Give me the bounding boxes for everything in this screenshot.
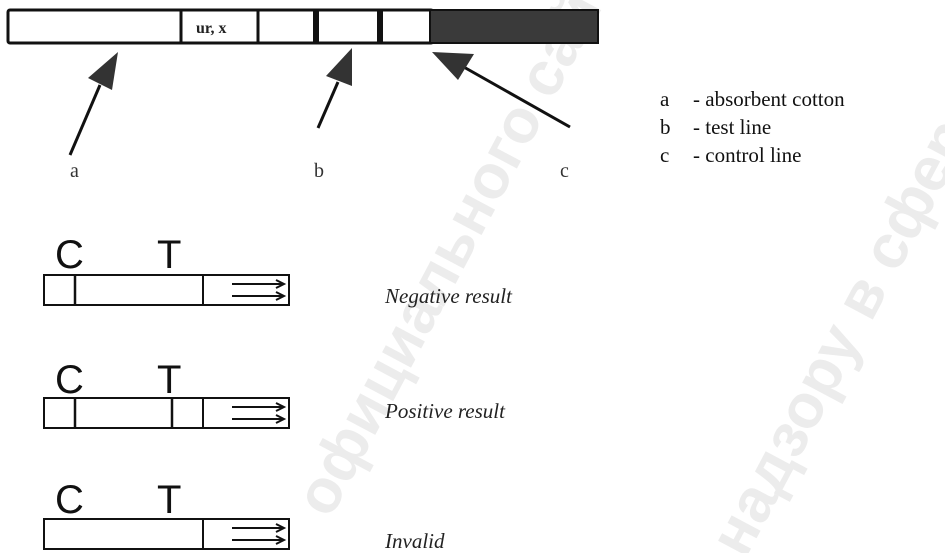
label-c: c [560,160,569,182]
result-label: Invalid [384,529,445,553]
label-a: a [70,160,79,182]
arrow-c [432,52,571,129]
strip-marking: ur, x [196,20,227,37]
test-strip: ur, x [6,8,599,45]
cassette-invalid: C T Invalid [43,478,445,553]
cassette-body [43,518,290,550]
legend-key-c: c [660,143,669,167]
strip-dark-section [429,9,599,44]
cassette-positive: C T Positive result [43,358,506,429]
legend-key-b: b [660,115,671,139]
legend-key-a: a [660,87,670,111]
watermark-line-2: надзору в сфере з [696,34,945,553]
cassette-t-letter: T [157,233,181,277]
flow-arrows-icon [232,279,287,301]
legend: a - absorbent cotton b - test line c - c… [660,87,845,167]
legend-text-c: - control line [693,143,801,167]
cassette-body [43,397,290,429]
flow-arrows-icon [232,523,287,545]
cassette-negative: C T Negative result [43,233,513,308]
flow-arrows-icon [232,402,287,424]
label-b: b [314,160,324,182]
arrow-a [68,52,118,156]
cassette-c-letter: C [55,478,84,522]
result-label: Positive result [384,399,506,423]
watermark: официального сайта надзору в сфере з [281,0,945,558]
cassette-t-letter: T [157,478,181,522]
cassette-c-letter: C [55,233,84,277]
result-label: Negative result [384,284,513,308]
legend-text-b: - test line [693,115,771,139]
legend-text-a: - absorbent cotton [693,87,845,111]
cassette-t-letter: T [157,358,181,402]
cassette-c-letter: C [55,358,84,402]
arrow-b [316,48,352,129]
cassette-body [43,274,290,306]
